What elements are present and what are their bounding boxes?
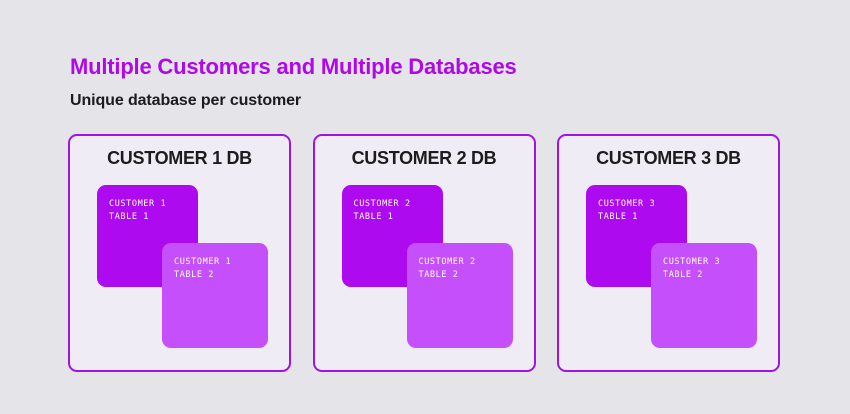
table-box-line-2: TABLE 1	[598, 212, 639, 222]
page-subtitle: Unique database per customer	[70, 92, 302, 109]
database-card-customer-3: CUSTOMER 3 DB CUSTOMER 3 TABLE 1 CUSTOME…	[557, 134, 780, 372]
table-box-line-2: TABLE 2	[174, 270, 215, 280]
database-card-customer-2: CUSTOMER 2 DB CUSTOMER 2 TABLE 1 CUSTOME…	[312, 134, 536, 372]
table-box-line-1: CUSTOMER 1	[109, 199, 167, 209]
database-card-title: CUSTOMER 3 DB	[596, 148, 741, 168]
table-box-customer-1-table-1: CUSTOMER 1 TABLE 1	[97, 185, 198, 287]
table-box-line-1: CUSTOMER 1	[174, 257, 232, 267]
table-box-line-2: TABLE 1	[109, 212, 150, 222]
table-box-line-1: CUSTOMER 2	[418, 257, 476, 267]
table-box-line-1: CUSTOMER 3	[663, 257, 721, 267]
table-box-customer-2-table-2: CUSTOMER 2 TABLE 2	[406, 243, 513, 348]
database-card-title: CUSTOMER 2 DB	[351, 148, 497, 168]
page-title: Multiple Customers and Multiple Database…	[70, 54, 517, 79]
table-box-line-1: CUSTOMER 3	[598, 199, 656, 209]
table-box-customer-3-table-2: CUSTOMER 3 TABLE 2	[651, 243, 757, 348]
table-box-line-2: TABLE 2	[418, 270, 459, 280]
table-box-customer-1-table-2: CUSTOMER 1 TABLE 2	[162, 243, 268, 348]
database-card-customer-1: CUSTOMER 1 DB CUSTOMER 1 TABLE 1 CUSTOME…	[68, 134, 291, 372]
table-box-line-2: TABLE 1	[353, 212, 394, 222]
database-card-row: CUSTOMER 1 DB CUSTOMER 1 TABLE 1 CUSTOME…	[68, 134, 780, 372]
database-card-title: CUSTOMER 1 DB	[107, 148, 252, 168]
table-box-line-2: TABLE 2	[663, 270, 704, 280]
table-box-line-1: CUSTOMER 2	[353, 199, 411, 209]
